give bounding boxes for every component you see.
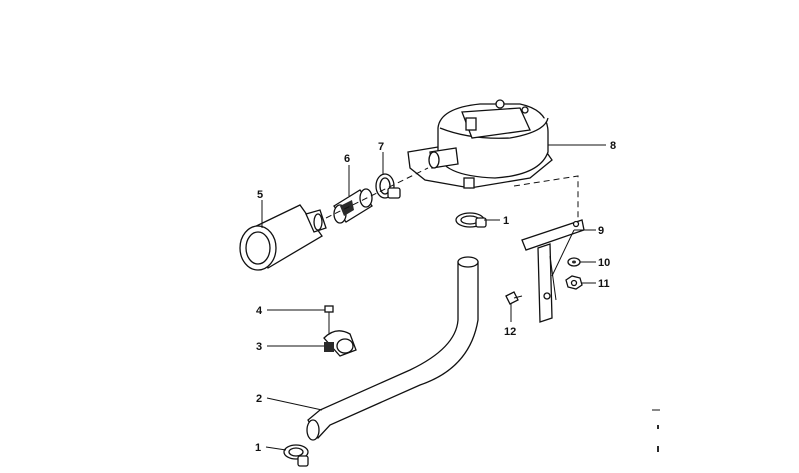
- callout-6: 6: [344, 153, 350, 165]
- callout-2: 2: [256, 393, 262, 405]
- part-1-clamp-upper: [455, 212, 487, 228]
- callout-11: 11: [598, 278, 610, 290]
- part-10-washer: [567, 257, 581, 267]
- assembly-line-8-9: [513, 175, 579, 222]
- part-12-bolt: [505, 291, 523, 305]
- part-6-sleeve: [333, 188, 373, 224]
- part-7-clamp: [375, 173, 401, 199]
- part-4-screw: [324, 305, 334, 334]
- callout-5: 5: [257, 189, 263, 201]
- part-3-clip: [323, 330, 357, 357]
- callout-9: 9: [598, 225, 604, 237]
- callout-8: 8: [610, 140, 616, 152]
- callout-10: 10: [598, 257, 610, 269]
- part-8-housing: [407, 99, 553, 189]
- part-2-hose: [306, 256, 479, 441]
- part-9-bracket: [521, 219, 585, 323]
- callout-12: 12: [504, 326, 516, 338]
- leader-lines: [261, 144, 606, 451]
- assembly-line-5-8: [325, 167, 429, 219]
- callout-3: 3: [256, 341, 262, 353]
- part-11-nut: [565, 275, 583, 290]
- callout-4: 4: [256, 305, 263, 317]
- edge-marks: [652, 409, 660, 452]
- callout-1-upper: 1: [503, 215, 509, 227]
- part-5-intake: [239, 204, 327, 271]
- callout-1-lower: 1: [255, 442, 261, 454]
- part-1-clamp-lower: [283, 444, 309, 467]
- callout-7: 7: [378, 141, 384, 153]
